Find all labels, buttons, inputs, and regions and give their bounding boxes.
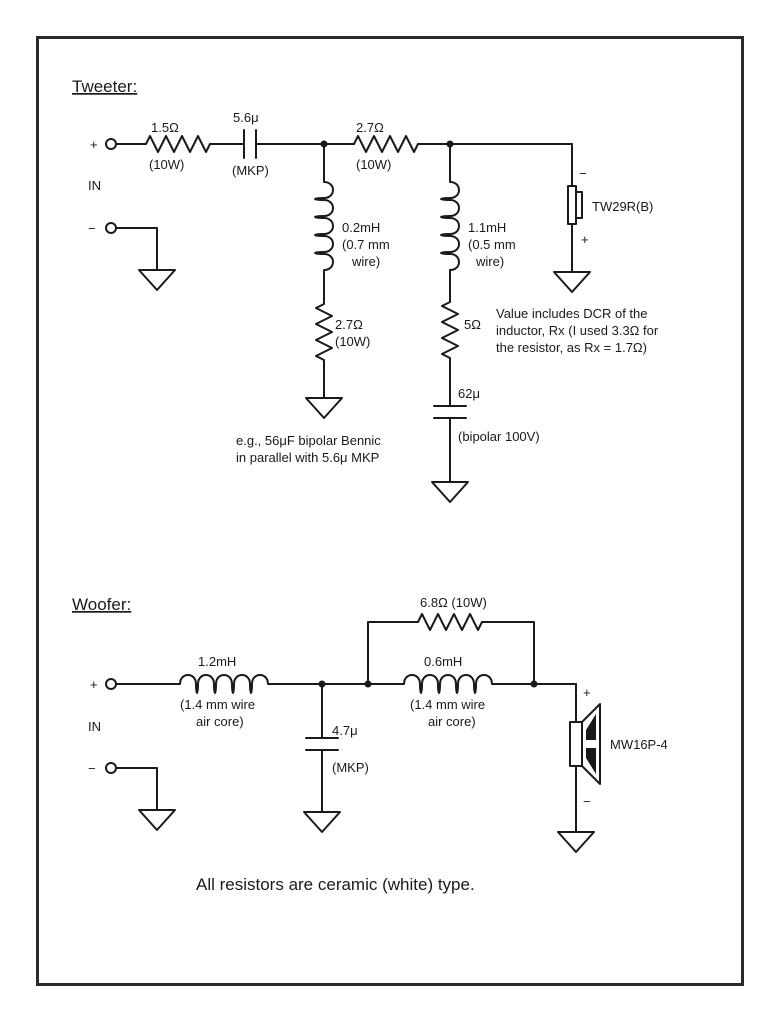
tweeter-driver-plus: + — [581, 232, 589, 247]
tweeter-c1-value: 5.6μ — [233, 110, 259, 125]
tweeter-r2-value: 2.7Ω — [356, 120, 384, 135]
tweeter-l1-wire: (0.7 mm — [342, 237, 390, 252]
tweeter-c2-note-2: in parallel with 5.6μ MKP — [236, 450, 379, 465]
tweeter-driver-minus: − — [579, 166, 587, 181]
tweeter-r1-power: (10W) — [149, 157, 184, 172]
tweeter-driver-ground — [553, 265, 591, 293]
woofer-driver-cone-fill — [586, 714, 596, 774]
woofer-in-minus-label: − — [88, 761, 96, 776]
woofer-l1-desc2: air core) — [196, 714, 244, 729]
woofer-l2-desc2: air core) — [428, 714, 476, 729]
tweeter-in-minus-label: − — [88, 221, 96, 236]
tweeter-r2-power: (10W) — [356, 157, 391, 172]
woofer-l1-desc: (1.4 mm wire — [180, 697, 255, 712]
tweeter-heading: Tweeter: — [72, 77, 137, 96]
tweeter-shunt-branch-2 — [440, 143, 460, 407]
woofer-in-minus-terminal — [105, 762, 117, 774]
tweeter-driver-name: TW29R(B) — [592, 199, 653, 214]
woofer-driver-name: MW16P-4 — [610, 737, 668, 752]
tweeter-resistor-r2 — [353, 135, 573, 153]
tweeter-ground-1 — [305, 391, 343, 419]
tweeter-in-label: IN — [88, 178, 101, 193]
woofer-driver-minus: − — [583, 794, 591, 809]
woofer-inductor-l2 — [367, 674, 577, 694]
woofer-l2-value: 0.6mH — [424, 654, 462, 669]
tweeter-l2-wire2: wire) — [475, 254, 504, 269]
tweeter-l1-wire2: wire) — [351, 254, 380, 269]
woofer-driver-plus: + — [583, 685, 591, 700]
tweeter-l2-value: 1.1mH — [468, 220, 506, 235]
woofer-resistor-r1 — [367, 613, 535, 685]
woofer-input-ground — [138, 803, 176, 831]
tweeter-shunt-branch-1 — [314, 143, 334, 393]
tweeter-driver-cone-icon — [575, 191, 583, 219]
woofer-l1-value: 1.2mH — [198, 654, 236, 669]
tweeter-r1-value: 1.5Ω — [151, 120, 179, 135]
tweeter-ground-2 — [431, 475, 469, 503]
tweeter-r4-note-2: inductor, Rx (I used 3.3Ω for — [496, 323, 659, 338]
tweeter-r3-power: (10W) — [335, 334, 370, 349]
tweeter-driver-icon — [567, 185, 577, 225]
tweeter-return-wire — [115, 227, 158, 265]
woofer-driver-ground — [557, 825, 595, 853]
tweeter-l2-wire: (0.5 mm — [468, 237, 516, 252]
woofer-in-label: IN — [88, 719, 101, 734]
tweeter-c2-type: (bipolar 100V) — [458, 429, 540, 444]
tweeter-capacitor-c2 — [433, 405, 467, 419]
woofer-l2-desc: (1.4 mm wire — [410, 697, 485, 712]
tweeter-input-ground — [138, 263, 176, 291]
diagram-frame — [36, 36, 744, 986]
tweeter-capacitor-c1 — [243, 129, 257, 159]
tweeter-l1-value: 0.2mH — [342, 220, 380, 235]
woofer-in-plus-terminal — [105, 678, 117, 690]
tweeter-c2-note-1: e.g., 56μF bipolar Bennic — [236, 433, 381, 448]
woofer-capacitor-c1 — [305, 683, 339, 807]
footer-note: All resistors are ceramic (white) type. — [196, 875, 475, 894]
woofer-c1-value: 4.7μ — [332, 723, 358, 738]
woofer-driver-magnet-icon — [569, 721, 583, 767]
tweeter-c2-value: 62μ — [458, 386, 480, 401]
tweeter-r4-note-3: the resistor, as Rx = 1.7Ω) — [496, 340, 647, 355]
woofer-inductor-l1 — [115, 674, 369, 694]
woofer-in-plus-label: + — [90, 677, 98, 692]
tweeter-resistor-r1 — [115, 135, 245, 153]
woofer-return-wire — [115, 767, 158, 805]
woofer-ground-1 — [303, 805, 341, 833]
tweeter-in-plus-label: + — [90, 137, 98, 152]
tweeter-r4-note-1: Value includes DCR of the — [496, 306, 648, 321]
woofer-c1-type: (MKP) — [332, 760, 369, 775]
tweeter-c1-type: (MKP) — [232, 163, 269, 178]
woofer-driver-cone-icon — [581, 703, 601, 785]
woofer-heading: Woofer: — [72, 595, 131, 614]
tweeter-r4-value: 5Ω — [464, 317, 481, 332]
tweeter-r3-value: 2.7Ω — [335, 317, 363, 332]
tweeter-in-plus-terminal — [105, 138, 117, 150]
tweeter-in-minus-terminal — [105, 222, 117, 234]
woofer-r1-value: 6.8Ω (10W) — [420, 595, 487, 610]
